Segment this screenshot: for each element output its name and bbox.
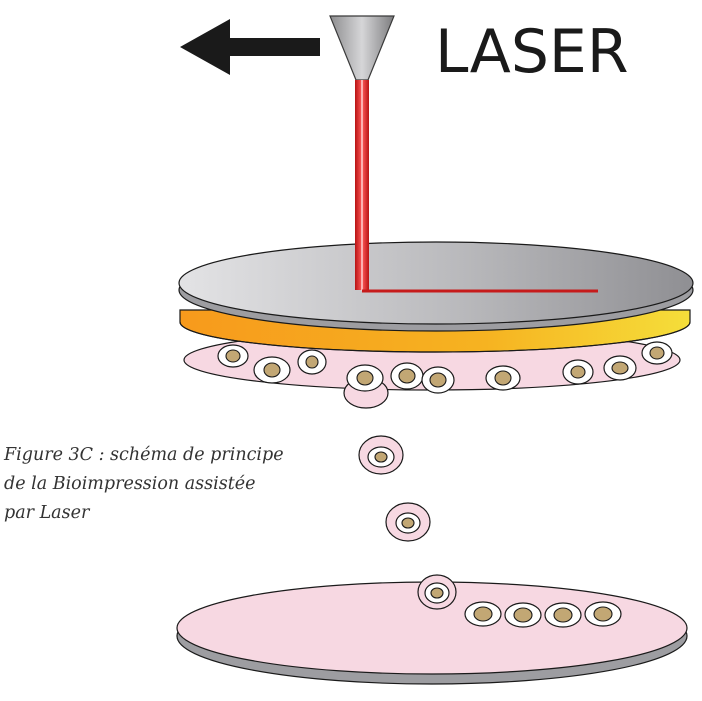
cell xyxy=(217,344,249,368)
laser-beam xyxy=(355,80,598,293)
cell xyxy=(346,364,384,392)
cell xyxy=(504,602,542,628)
cell xyxy=(603,355,637,381)
figure-caption: Figure 3C : schéma de principe de la Bio… xyxy=(3,445,284,523)
top-disk xyxy=(178,241,694,332)
caption-line-2: de la Bioimpression assistée xyxy=(4,474,255,494)
cell xyxy=(390,362,424,390)
droplet xyxy=(385,502,431,542)
cell xyxy=(544,602,582,628)
laser-nozzle-icon xyxy=(329,15,395,81)
cell xyxy=(485,365,521,391)
cell xyxy=(464,601,502,627)
embedded-cells xyxy=(217,341,673,394)
cell xyxy=(641,341,673,365)
cell xyxy=(584,601,622,627)
cell xyxy=(297,349,327,375)
deposited-cells xyxy=(417,574,622,628)
laser-title: LASER xyxy=(435,17,629,87)
droplet xyxy=(358,435,404,475)
cell xyxy=(421,366,455,394)
arrow-left-icon xyxy=(180,19,320,75)
ejected-droplets xyxy=(358,435,431,542)
caption-line-3: par Laser xyxy=(4,503,91,523)
caption-line-1: Figure 3C : schéma de principe xyxy=(3,445,284,465)
cell xyxy=(253,356,291,384)
cell xyxy=(562,359,594,385)
cell xyxy=(417,574,457,610)
